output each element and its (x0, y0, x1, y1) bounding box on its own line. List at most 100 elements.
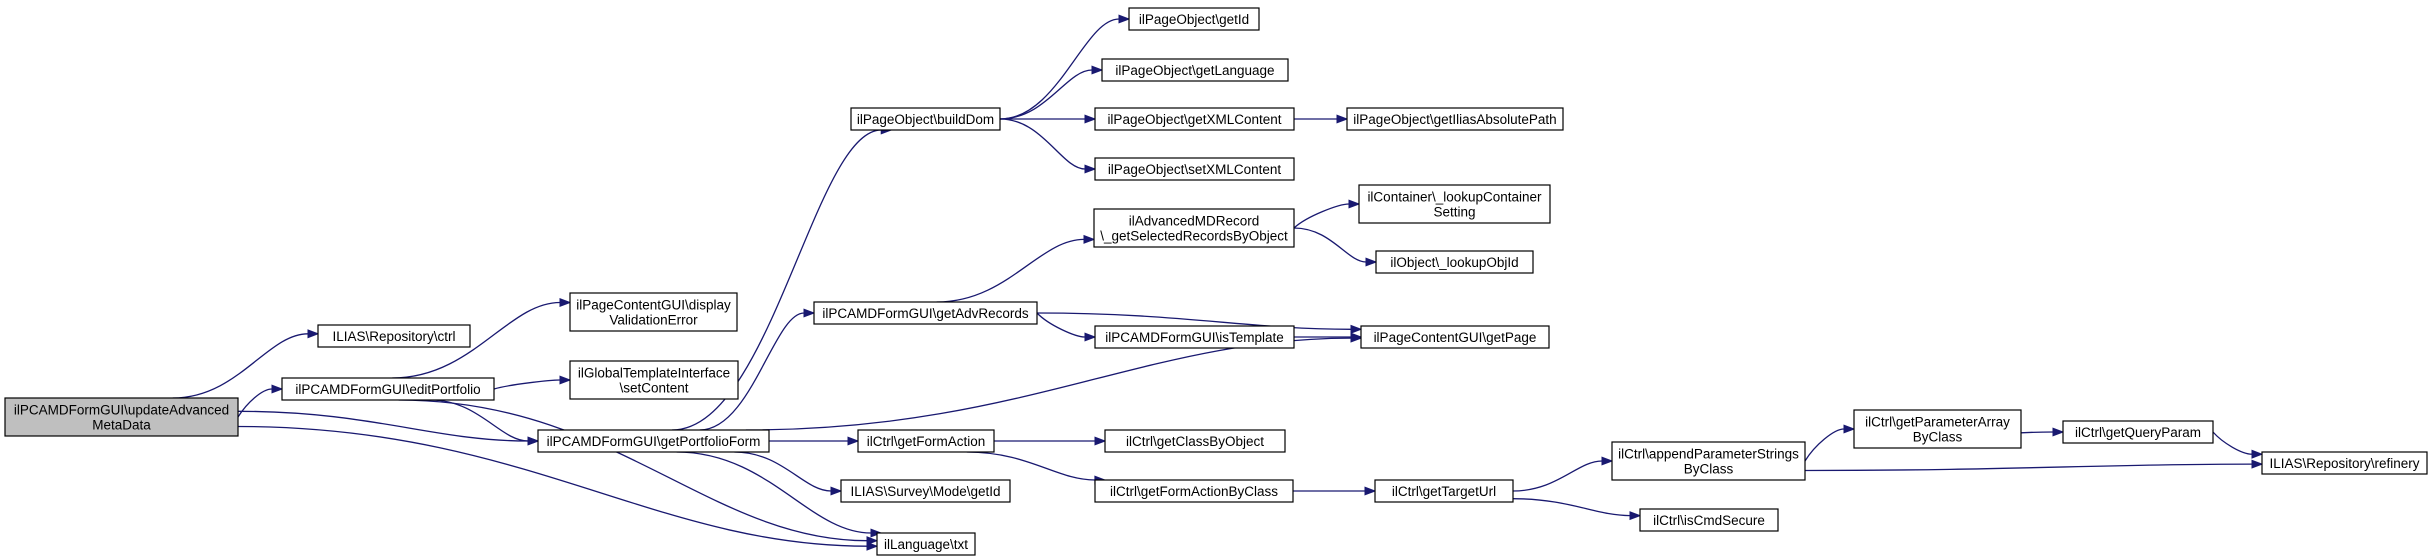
node-label: ilAdvancedMDRecord (1129, 214, 1260, 229)
edge-builddom-to-setxmlcontent (999, 118, 1097, 174)
edges-layer (172, 14, 2264, 551)
edge-line (1293, 203, 1350, 229)
node-getqueryparam[interactable]: ilCtrl\getQueryParam (2062, 420, 2214, 444)
edge-line (699, 312, 805, 431)
node-label: ilGlobalTemplateInterface (578, 366, 730, 381)
edge-istemplate-to-getpage (1293, 332, 1363, 342)
arrowhead-icon (1364, 486, 1377, 496)
node-box (813, 301, 1038, 325)
edge-appendparam-to-refinery (1804, 459, 2264, 472)
node-box (1375, 250, 1534, 274)
node-label: ilPageObject\getIliasAbsolutePath (1353, 112, 1556, 127)
node-box (840, 479, 1011, 503)
node-getadvrecords[interactable]: ilPCAMDFormGUI\getAdvRecords (813, 301, 1038, 325)
edge-builddom-to-getxmlcontent (999, 114, 1097, 124)
edge-getqueryparam-to-refinery (2212, 431, 2264, 459)
edge-advmd-to-lookupobjid (1293, 227, 1378, 267)
node-repo-ctrl[interactable]: ILIAS\Repository\ctrl (317, 324, 471, 348)
node-label: ByClass (1684, 462, 1734, 477)
node-box (1360, 325, 1550, 349)
node-advmd[interactable]: ilAdvancedMDRecord\_getSelectedRecordsBy… (1093, 208, 1295, 248)
node-label: ilPageObject\buildDom (857, 112, 994, 127)
node-label: ILIAS\Repository\refinery (2269, 456, 2419, 471)
node-setxmlcontent[interactable]: ilPageObject\setXMLContent (1094, 157, 1295, 181)
edge-builddom-to-getlanguage (999, 65, 1104, 120)
edge-line (398, 399, 868, 542)
edge-line (1293, 227, 1367, 263)
node-label: ilCtrl\getParameterArray (1865, 415, 2010, 430)
node-label: ilPCAMDFormGUI\editPortfolio (295, 382, 480, 397)
node-gettargeturl[interactable]: ilCtrl\getTargetUrl (1374, 479, 1514, 503)
edge-line (745, 337, 1352, 431)
node-setcontent[interactable]: ilGlobalTemplateInterface\setContent (569, 360, 739, 400)
edge-gettargeturl-to-appendparam (1512, 456, 1614, 492)
node-box (1094, 479, 1294, 503)
edge-line (671, 129, 882, 431)
arrowhead-icon (2251, 459, 2264, 469)
node-getiliasabsolutepath[interactable]: ilPageObject\getIliasAbsolutePath (1346, 107, 1564, 131)
node-box (2062, 420, 2214, 444)
edge-editportfolio-to-langtxt (398, 399, 879, 546)
arrowhead-icon (1083, 234, 1096, 244)
node-label: ilPageContentGUI\getPage (1374, 330, 1537, 345)
node-istemplate[interactable]: ilPCAMDFormGUI\isTemplate (1094, 325, 1295, 349)
node-label: ByClass (1913, 430, 1963, 445)
edge-line (430, 399, 529, 442)
node-label: ilCtrl\getTargetUrl (1392, 484, 1496, 499)
node-getportfolioform[interactable]: ilPCAMDFormGUI\getPortfolioForm (537, 429, 770, 453)
node-label: ilPCAMDFormGUI\isTemplate (1105, 330, 1284, 345)
edge-editportfolio-to-displayvalidationerror (392, 297, 572, 379)
node-builddom[interactable]: ilPageObject\buildDom (850, 107, 1001, 131)
edge-line (1512, 498, 1631, 517)
node-label: ilPCAMDFormGUI\getPortfolioForm (547, 434, 761, 449)
node-label: ilCtrl\getFormActionByClass (1110, 484, 1278, 499)
edge-editportfolio-to-setcontent (493, 375, 572, 390)
edge-getadvrecords-to-advmd (936, 234, 1096, 303)
edge-line (936, 238, 1085, 303)
arrowhead-icon (866, 541, 879, 551)
node-lookupobjid[interactable]: ilObject\_lookupObjId (1375, 250, 1534, 274)
edge-line (2212, 431, 2253, 455)
edge-line (999, 69, 1093, 120)
edge-getportfolioform-to-langtxt (676, 451, 883, 538)
node-box (1639, 508, 1779, 532)
node-label: ilCtrl\getFormAction (867, 434, 986, 449)
node-refinery[interactable]: ILIAS\Repository\refinery (2261, 451, 2428, 475)
node-getlanguage[interactable]: ilPageObject\getLanguage (1101, 58, 1289, 82)
edge-getparamarray-to-getqueryparam (2020, 427, 2065, 437)
arrowhead-icon (1365, 257, 1378, 267)
node-label: ilLanguage\txt (884, 537, 968, 552)
node-box (1094, 325, 1295, 349)
node-getpage[interactable]: ilPageContentGUI\getPage (1360, 325, 1550, 349)
edge-getportfolioform-to-getadvrecords (699, 308, 816, 431)
arrowhead-icon (1084, 164, 1097, 174)
node-label: \setContent (619, 381, 688, 396)
edge-line (966, 451, 1095, 481)
arrowhead-icon (1084, 114, 1097, 124)
node-label: ilCtrl\isCmdSecure (1653, 513, 1765, 528)
node-iscmdsecure[interactable]: ilCtrl\isCmdSecure (1639, 508, 1779, 532)
node-getformaction[interactable]: ilCtrl\getFormAction (857, 429, 995, 453)
edge-getportfolioform-to-getpage (745, 333, 1363, 431)
node-box (317, 324, 471, 348)
arrowhead-icon (2052, 427, 2065, 437)
edge-line (237, 410, 529, 442)
node-box (857, 429, 995, 453)
edge-getadvrecords-to-getpage (1036, 312, 1363, 334)
node-pagegetid[interactable]: ilPageObject\getId (1128, 7, 1260, 31)
node-getxmlcontent[interactable]: ilPageObject\getXMLContent (1094, 107, 1295, 131)
node-label: Setting (1433, 205, 1475, 220)
node-surveymode[interactable]: ILIAS\Survey\Mode\getId (840, 479, 1011, 503)
node-box (2261, 451, 2428, 475)
node-box (537, 429, 770, 453)
node-getformactionbyclass[interactable]: ilCtrl\getFormActionByClass (1094, 479, 1294, 503)
node-getclassbyobject[interactable]: ilCtrl\getClassByObject (1104, 429, 1286, 453)
node-box (1101, 58, 1289, 82)
edge-line (1512, 460, 1603, 492)
node-langtxt[interactable]: ilLanguage\txt (876, 532, 976, 556)
node-editportfolio[interactable]: ilPCAMDFormGUI\editPortfolio (281, 377, 495, 401)
